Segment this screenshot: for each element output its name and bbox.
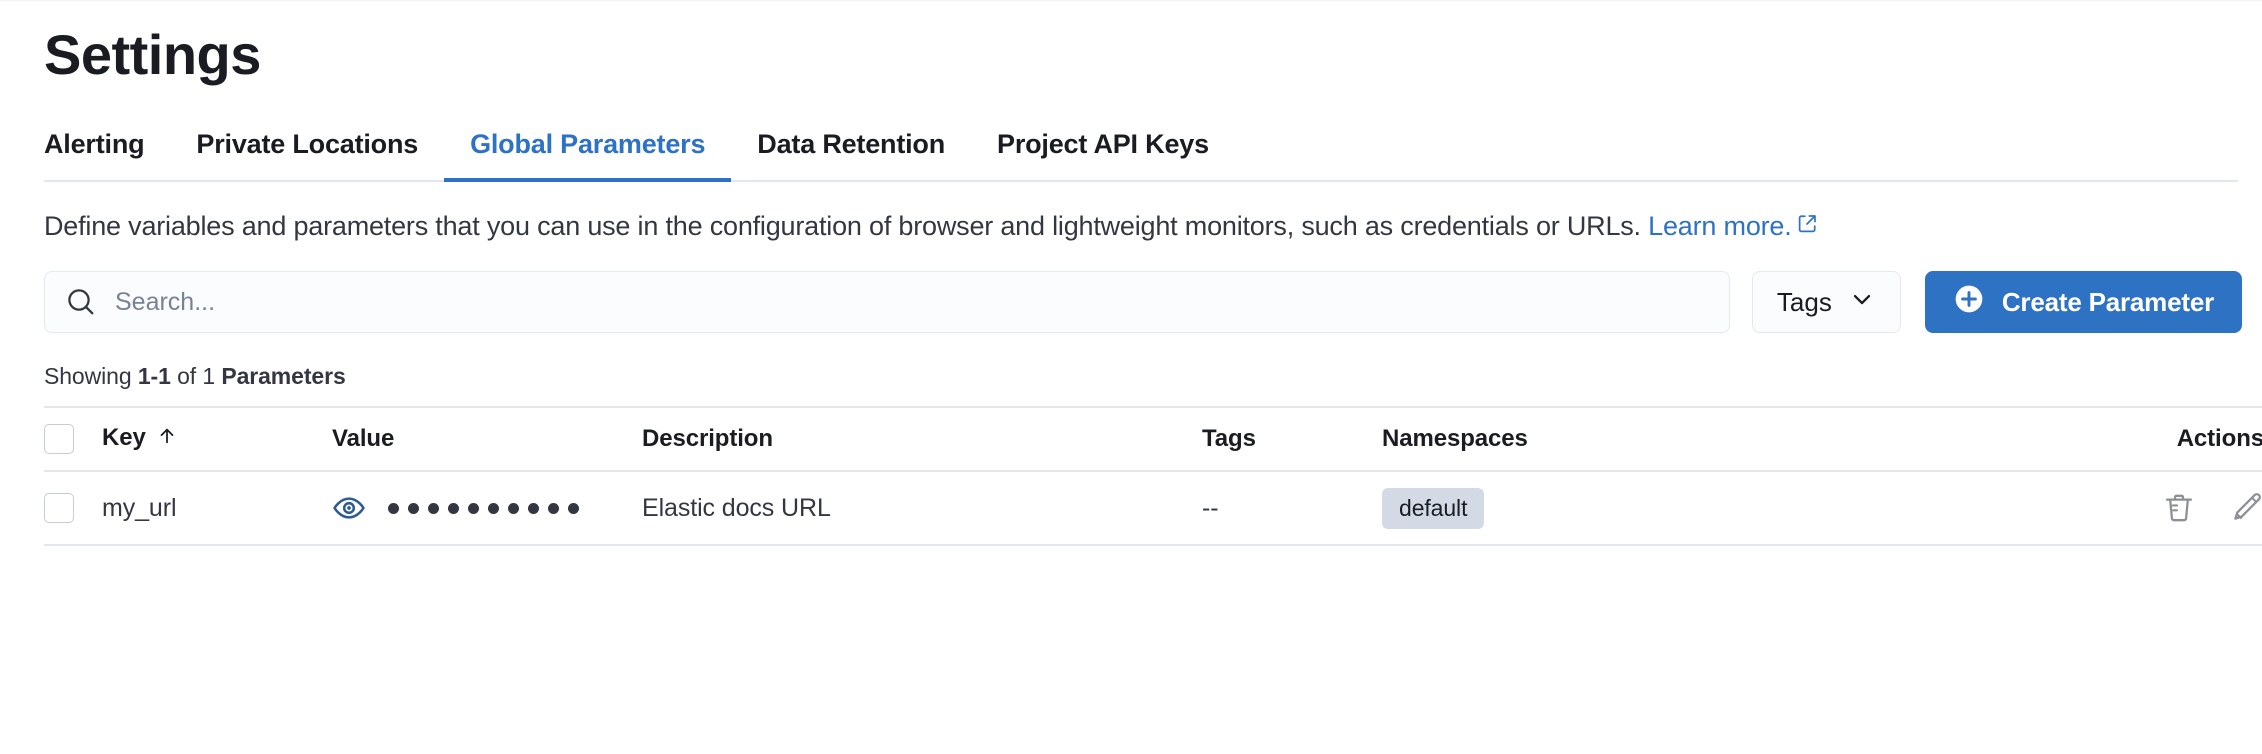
tab-private-locations[interactable]: Private Locations (196, 129, 419, 159)
eye-icon[interactable] (332, 491, 366, 525)
tags-filter-button[interactable]: Tags (1751, 271, 1901, 334)
results-entity: Parameters (221, 363, 346, 390)
cell-description: Elastic docs URL (642, 471, 1202, 547)
chevron-down-icon (1848, 285, 1876, 320)
table-header-row: Key Value Description Tags Namespaces Ac… (44, 406, 2262, 473)
page-title: Settings (44, 23, 261, 86)
namespace-badge: default (1382, 487, 1485, 529)
column-header-actions: Actions (1982, 406, 2262, 473)
cell-key: my_url (102, 471, 332, 547)
arrow-up-icon (156, 425, 178, 454)
tab-bar: Alerting Private Locations Global Parame… (44, 129, 2238, 182)
controls-row: Tags Create Parameter (44, 271, 2242, 334)
column-header-tags[interactable]: Tags (1202, 406, 1382, 473)
select-all-checkbox[interactable] (44, 424, 74, 455)
create-parameter-label: Create Parameter (2001, 286, 2214, 317)
results-summary: Showing 1-1 of 1 Parameters (44, 363, 2238, 390)
pencil-icon[interactable] (2230, 491, 2262, 525)
tags-filter-label: Tags (1776, 286, 1832, 317)
create-parameter-button[interactable]: Create Parameter (1924, 271, 2242, 334)
masked-value-dots (388, 502, 579, 514)
results-prefix: Showing (44, 363, 138, 390)
tab-global-parameters[interactable]: Global Parameters (444, 129, 732, 182)
column-header-description[interactable]: Description (642, 406, 1202, 473)
cell-tags: -- (1202, 471, 1382, 547)
results-range: 1-1 (137, 363, 171, 390)
row-select-cell (44, 471, 102, 547)
external-link-icon (1797, 208, 1818, 242)
description-text: Define variables and parameters that you… (44, 211, 1649, 241)
table-row: my_url (44, 471, 2262, 547)
select-all-header (44, 406, 102, 473)
cell-namespaces: default (1382, 471, 1982, 547)
tab-alerting[interactable]: Alerting (44, 129, 145, 159)
parameters-table: Key Value Description Tags Namespaces Ac… (44, 406, 2262, 547)
column-header-value[interactable]: Value (332, 406, 642, 473)
page-description: Define variables and parameters that you… (44, 208, 2244, 243)
cell-value (332, 471, 642, 547)
tab-data-retention[interactable]: Data Retention (757, 129, 946, 159)
column-header-namespaces[interactable]: Namespaces (1382, 406, 1982, 473)
trash-icon[interactable] (2162, 491, 2196, 525)
learn-more-link[interactable]: Learn more. (1648, 211, 1792, 241)
cell-actions (1982, 471, 2262, 547)
settings-page: Settings Alerting Private Locations Glob… (0, 23, 2262, 547)
search-input[interactable] (115, 287, 1709, 317)
plus-circle-icon (1953, 283, 1985, 322)
results-middle: of 1 (170, 363, 222, 390)
row-checkbox[interactable] (44, 493, 74, 524)
search-icon (65, 286, 97, 318)
column-header-key[interactable]: Key (102, 406, 332, 473)
column-label-key: Key (102, 424, 146, 452)
tab-project-api-keys[interactable]: Project API Keys (997, 129, 1209, 159)
search-box[interactable] (44, 271, 1730, 334)
